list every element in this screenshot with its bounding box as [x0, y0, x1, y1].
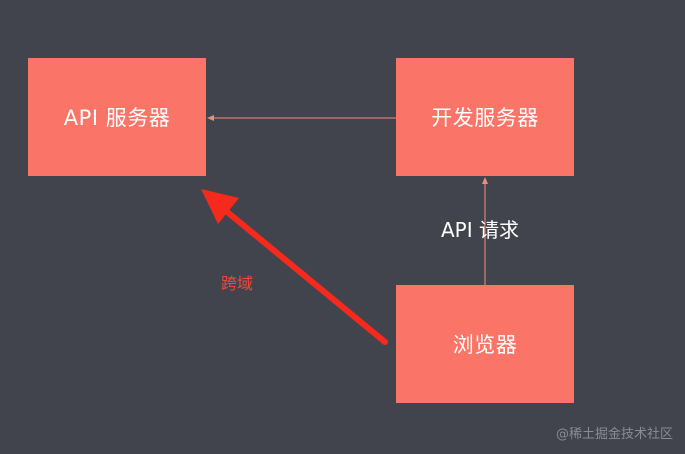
cross-origin-label: 跨域: [221, 274, 254, 293]
cross-origin-arrow-line: [217, 203, 388, 345]
api-server-label: API 服务器: [63, 106, 171, 130]
dev-server-label: 开发服务器: [431, 106, 539, 130]
cross-origin-arrowhead: [201, 189, 239, 224]
api-server-box: API 服务器: [28, 58, 206, 176]
api-request-label: API 请求: [441, 218, 519, 242]
browser-box: 浏览器: [396, 285, 574, 403]
dev-server-box: 开发服务器: [396, 58, 574, 176]
watermark: @稀土掘金技术社区: [555, 427, 673, 442]
dev-to-api-arrowhead: [207, 115, 214, 121]
browser-label: 浏览器: [452, 333, 518, 357]
browser-to-dev-arrowhead: [482, 177, 488, 184]
